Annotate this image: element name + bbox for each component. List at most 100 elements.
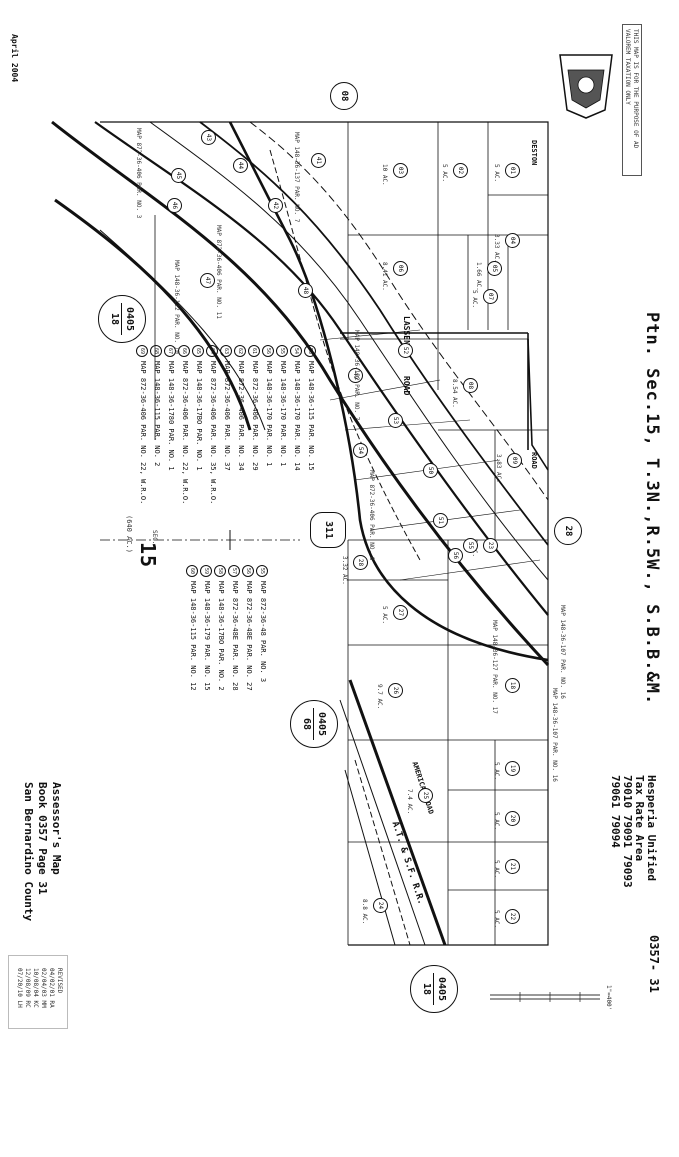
parcel-53: 53 xyxy=(388,413,403,428)
map-ref-2: MAP 148-36-127 PAR. NO. 17 xyxy=(491,620,498,714)
parcel-number: 46 xyxy=(171,201,178,210)
parcel-acreage: 5 AC. xyxy=(441,164,448,183)
road-ref-28: 28 xyxy=(554,517,582,545)
disclaimer-box: THIS MAP IS FOR THE PURPOSE OF AD VALORE… xyxy=(622,24,642,176)
parcel-number: 53 xyxy=(392,416,399,425)
parcel-number: 48 xyxy=(302,286,309,295)
parcel-26: 26 xyxy=(388,683,403,698)
legend-number: 65 xyxy=(192,345,204,357)
parcel-04: 04 xyxy=(505,233,520,248)
parcel-46: 46 xyxy=(167,198,182,213)
legend-text: MAP 872-36-406 PAR. NO. 22, W.R.O. xyxy=(181,361,189,505)
parcel-number: 45 xyxy=(175,171,182,180)
road-ref-08: 08 xyxy=(330,82,358,110)
parcel-20: 20 xyxy=(505,811,520,826)
parcel-number: 18 xyxy=(509,681,516,690)
legend-number: 56 xyxy=(242,565,254,577)
parcel-number: 09 xyxy=(511,456,518,465)
legend-right-row: 60MAP 148-36-115 PAR. NO. 12 xyxy=(186,565,200,691)
parcel-acreage: 5 AC. xyxy=(493,164,500,183)
parcel-number: 23 xyxy=(487,541,494,550)
map-ref-5: MAP 872-36-406 PAR. NO. 11 xyxy=(215,225,222,319)
parcel-number: 22 xyxy=(509,912,516,921)
parcel-acreage: 8.8 AC. xyxy=(361,899,368,925)
legend-left-row: 67MAP 148-36-1780 PAR. NO. 1 xyxy=(164,345,178,504)
legend-text: MAP 872-36-406 PAR. NO. 34 xyxy=(237,361,245,471)
parcel-25: 25 xyxy=(418,788,433,803)
legend-text: MAP 148-36-170 PAR. NO. 1 xyxy=(279,361,287,467)
parcel-52: 52 xyxy=(398,343,413,358)
parcel-number: 20 xyxy=(509,814,516,823)
road-ref-311: 311 xyxy=(310,512,346,548)
parcel-47: 47 xyxy=(200,273,215,288)
legend-text: MAP 148-36-179 PAR. NO. 15 xyxy=(203,581,211,691)
parcel-number: 51 xyxy=(437,516,444,525)
parcel-acreage: 1.66 AC. xyxy=(475,262,482,291)
legend-text: MAP 148-36-115 PAR. NO. 2 xyxy=(153,361,161,467)
legend-text: MAP 872-36-406 PAR. NO. 29 xyxy=(251,361,259,471)
scale-label: 1"=400' xyxy=(605,985,612,1011)
parcel-42: 42 xyxy=(268,198,283,213)
parcel-acreage: 3.32 AC. xyxy=(341,556,348,585)
page-id: 0357- 31 xyxy=(647,935,661,993)
legend-text: MAP 148-36-1780 PAR. NO. 1 xyxy=(167,361,175,471)
parcel-56: 56 xyxy=(448,548,463,563)
section-boundary xyxy=(100,121,549,946)
parcel-acreage: 3.33 AC. xyxy=(493,234,500,263)
revision-4: 12/08/09 RC xyxy=(24,968,31,1008)
revision-3: 10/08/04 KC xyxy=(32,968,39,1008)
parcel-acreage: 5 AC. xyxy=(493,812,500,831)
parcel-24: 24 xyxy=(373,898,388,913)
parcel-number: 04 xyxy=(509,236,516,245)
parcel-acreage: 10 AC. xyxy=(381,164,388,186)
revision-2: 02/04/03 MM xyxy=(40,968,47,1008)
parcel-06: 06 xyxy=(393,261,408,276)
map-ref-9: MAP 148-36-107 PAR. NO. 16 xyxy=(559,605,566,699)
section-line xyxy=(100,530,300,550)
legend-left-row: 69MAP 872-36-406 PAR. NO. 22, W.R.O. xyxy=(136,345,150,504)
parcel-number: 56 xyxy=(452,551,459,560)
street-deston: DESTON xyxy=(530,140,538,166)
legend-left-row: 56MAP 148-36-170 PAR. NO. 1 xyxy=(262,345,276,504)
revision-1: 04/02/01 RA xyxy=(48,968,55,1008)
revision-box: REVISED 04/02/01 RA 02/04/03 MM 10/08/04… xyxy=(8,955,68,1029)
tax-rate-areas-1: 79010 79091 79093 xyxy=(621,775,634,888)
legend-left-row: 54MAP 148-36-170 PAR. NO. 14 xyxy=(290,345,304,504)
legend-right-row: 58MAP 148-36-17BO PAR. NO. 2 xyxy=(214,565,228,691)
disclaimer-text: THIS MAP IS FOR THE PURPOSE OF AD VALORE… xyxy=(624,29,639,149)
legend-text: MAP 872-36-406 PAR. NO. 22, W.R.O. xyxy=(139,361,147,505)
section-mark-number: 15 xyxy=(136,542,160,569)
parcel-43: 43 xyxy=(201,130,216,145)
legend-number: 53 xyxy=(304,345,316,357)
parcel-acreage: 5 AC. xyxy=(381,606,388,625)
parcel-acreage: 5 AC. xyxy=(493,860,500,879)
parcel-number: 52 xyxy=(402,346,409,355)
easement-lines xyxy=(51,120,550,946)
map-ref-6: MAP 872-36-406 PAR. NO. 3 xyxy=(135,128,142,219)
legend-text: MAP 872-36-406 PAR. NO. 37 xyxy=(223,361,231,471)
parcel-44: 44 xyxy=(233,158,248,173)
parcel-acreage: 3.83 AC. xyxy=(495,454,502,483)
parcel-28: 28 xyxy=(353,555,368,570)
parcel-05: 05 xyxy=(487,261,502,276)
parcel-18: 18 xyxy=(505,678,520,693)
legend-number: 58 xyxy=(214,565,226,577)
legend-text: MAP 148-36-17BO PAR. NO. 1 xyxy=(195,361,203,471)
map-ref-3: MAP 148-36-137 PAR. NO. 7 xyxy=(293,132,300,223)
parcel-number: 44 xyxy=(237,161,244,170)
parcel-45: 45 xyxy=(171,168,186,183)
legend-number: 63 xyxy=(220,345,232,357)
legend-left-row: 65MAP 148-36-17BO PAR. NO. 1 xyxy=(192,345,206,504)
parcel-55: 55 xyxy=(463,538,478,553)
parcel-01: 01 xyxy=(505,163,520,178)
parcel-number: 41 xyxy=(315,156,322,165)
legend-text: MAP 148-36-115 PAR. NO. 15 xyxy=(307,361,315,471)
footer-line1: Assessor's Map xyxy=(50,782,63,875)
legend-left-row: 64MAP 872-36-406 PAR. NO. 35, W.R.O. xyxy=(206,345,220,504)
parcel-number: 03 xyxy=(397,166,404,175)
map-ref-8: MAP 148-36-122 PAR. NO. 7 xyxy=(353,330,360,421)
legend-right-row: 59MAP 148-36-179 PAR. NO. 15 xyxy=(200,565,214,691)
parcel-27: 27 xyxy=(393,605,408,620)
